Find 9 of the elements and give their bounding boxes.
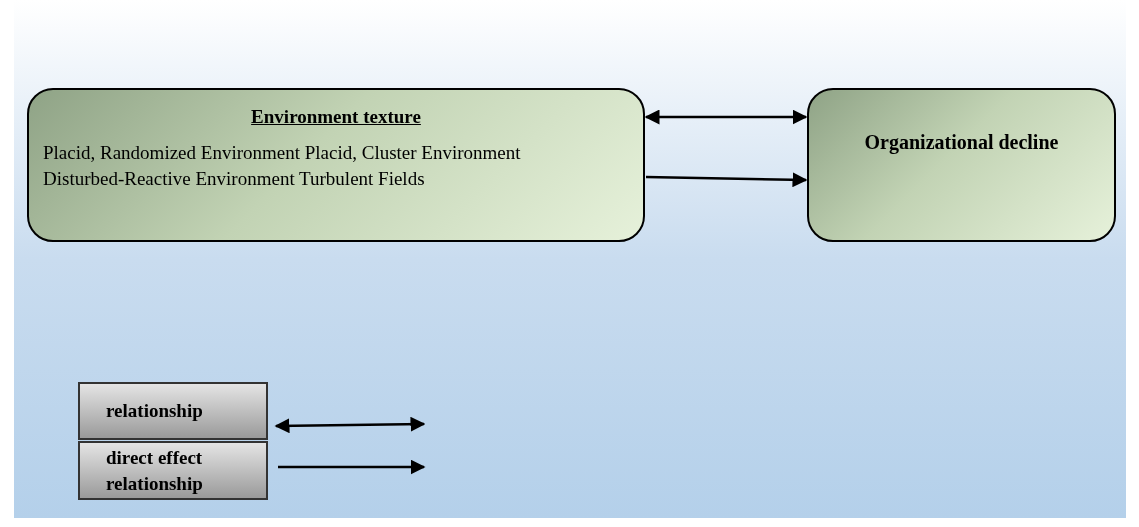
rounded-box	[807, 88, 1116, 242]
legend-label: relationship	[78, 382, 268, 440]
box-heading: Environment texture	[250, 106, 422, 128]
box-body-text: Placid, Randomized Environment Placid, Cluster Environment Disturbed-Reactive Environment Turbulent Fields	[43, 141, 522, 191]
box-title: Organizational decline	[863, 130, 1060, 156]
arrow	[645, 172, 808, 188]
arrow	[644, 109, 808, 125]
rounded-box	[27, 88, 645, 242]
legend-label: direct effect relationship	[78, 441, 268, 500]
